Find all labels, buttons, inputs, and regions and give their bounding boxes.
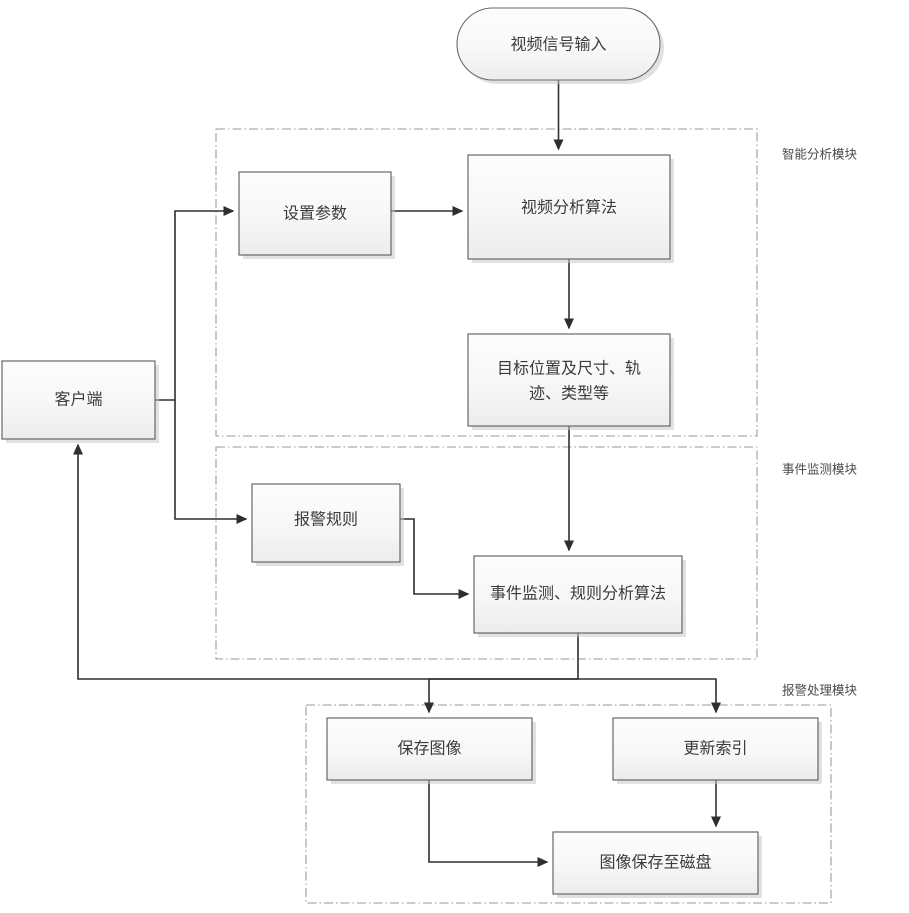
flow-edges [73, 80, 721, 867]
node-set-parameters[interactable]: 设置参数 [238, 171, 395, 259]
node-update-index-label: 更新索引 [683, 739, 747, 758]
edge-rules-to-event [400, 518, 470, 599]
node-save-image[interactable]: 保存图像 [326, 717, 536, 784]
group-intelligent-analysis-border [215, 128, 758, 437]
node-save-to-disk[interactable]: 图像保存至磁盘 [552, 831, 762, 898]
module-groups: 智能分析模块 事件监测模块 报警处理模块 [215, 128, 858, 904]
group-alarm-processing-border [305, 704, 832, 904]
node-alarm-rules-label: 报警规则 [294, 510, 358, 529]
node-alarm-rules-shape [251, 483, 401, 563]
node-save-image-label: 保存图像 [397, 739, 461, 758]
node-save-image-shape [326, 717, 533, 781]
node-alarm-rules[interactable]: 报警规则 [251, 483, 404, 566]
group-event-monitoring: 事件监测模块 [215, 446, 858, 660]
node-target-attributes-shape [467, 333, 671, 427]
edge-event-to-client [73, 443, 579, 680]
node-set-parameters-label: 设置参数 [283, 204, 347, 223]
node-video-analysis-algorithm-shape [467, 154, 671, 260]
edge-client-to-rules [174, 400, 248, 524]
edge-save-image-to-disk [428, 780, 549, 867]
node-target-attributes-label-line2: 迹、类型等 [529, 384, 609, 403]
node-event-rule-algorithm-label: 事件监测、规则分析算法 [490, 584, 666, 603]
group-event-monitoring-border [215, 446, 758, 660]
node-event-rule-algorithm-shape [473, 555, 683, 634]
node-client-label: 客户端 [54, 390, 102, 409]
node-target-attributes[interactable]: 目标位置及尺寸、轨 迹、类型等 [467, 333, 674, 430]
node-update-index-shape [612, 717, 819, 781]
node-client[interactable]: 客户端 [1, 360, 159, 443]
group-alarm-processing-label: 报警处理模块 [782, 683, 858, 698]
node-update-index[interactable]: 更新索引 [612, 717, 822, 784]
edge-event-to-save-image [424, 678, 578, 714]
node-client-shape [1, 360, 156, 440]
node-video-signal-input-shape [456, 7, 661, 81]
group-intelligent-analysis-label: 智能分析模块 [782, 147, 858, 162]
node-video-signal-input-label: 视频信号输入 [510, 35, 606, 54]
group-intelligent-analysis: 智能分析模块 [215, 128, 858, 437]
node-set-parameters-shape [238, 171, 392, 256]
node-save-to-disk-shape [552, 831, 759, 895]
node-video-analysis-algorithm-label: 视频分析算法 [521, 198, 617, 217]
node-target-attributes-label-line1: 目标位置及尺寸、轨 [497, 359, 641, 378]
edge-client-to-params [155, 206, 235, 401]
node-event-rule-algorithm[interactable]: 事件监测、规则分析算法 [473, 555, 686, 637]
group-event-monitoring-label: 事件监测模块 [782, 462, 858, 477]
node-video-analysis-algorithm[interactable]: 视频分析算法 [467, 154, 674, 263]
edge-event-to-update-index [578, 678, 721, 714]
group-alarm-processing: 报警处理模块 [305, 683, 858, 904]
node-save-to-disk-label: 图像保存至磁盘 [599, 853, 711, 872]
node-video-signal-input[interactable]: 视频信号输入 [456, 7, 664, 84]
